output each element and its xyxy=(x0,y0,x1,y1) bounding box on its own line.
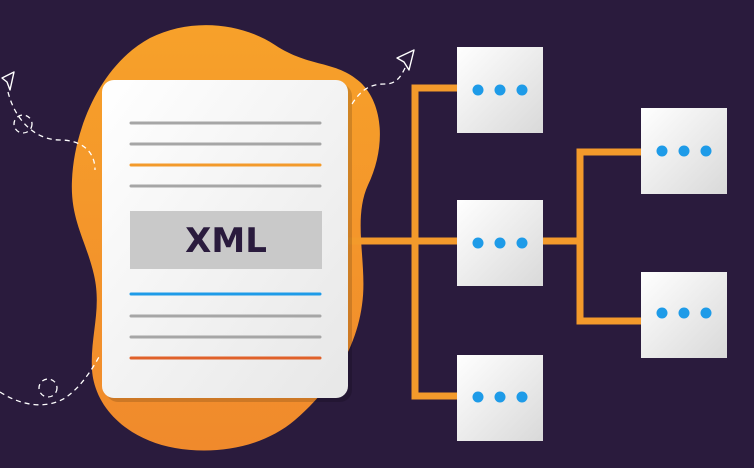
more-dots-icon xyxy=(656,307,712,319)
tree-node xyxy=(457,355,543,441)
more-dots-icon xyxy=(472,84,528,96)
tree-node xyxy=(641,108,727,194)
flight-path-right xyxy=(351,65,407,105)
xml-document: XML xyxy=(102,80,352,402)
more-dots-icon xyxy=(472,237,528,249)
document-lines-top xyxy=(129,121,322,188)
tree-node xyxy=(457,200,543,286)
flight-loop-bottom xyxy=(38,378,58,398)
xml-label: XML xyxy=(185,221,267,261)
tree-node xyxy=(457,47,543,133)
flight-path-left xyxy=(7,91,96,171)
connector-lines xyxy=(341,84,649,400)
more-dots-icon xyxy=(472,391,528,403)
xml-label-bar xyxy=(130,211,322,269)
document-lines-bottom xyxy=(129,292,322,360)
more-dots-icon xyxy=(656,145,712,157)
paper-plane-icon xyxy=(396,49,415,71)
tree-node xyxy=(641,272,727,358)
flight-path-bottom xyxy=(0,354,101,406)
flight-loop-left xyxy=(13,114,33,134)
paper-plane-icon xyxy=(1,71,15,91)
